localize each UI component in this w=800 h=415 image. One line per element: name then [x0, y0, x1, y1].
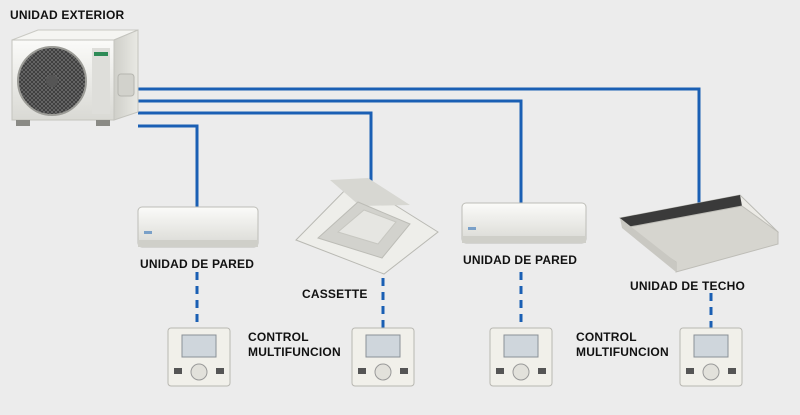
- outdoor-unit-label: UNIDAD EXTERIOR: [10, 8, 125, 22]
- refrigerant-lines: [138, 87, 701, 210]
- pipe-to-wall-unit-2: [138, 99, 523, 206]
- controller-icon-4: [679, 327, 743, 387]
- controller-icon-3: [489, 327, 553, 387]
- cassette-unit-icon: [295, 178, 439, 275]
- control-1-label-line2: MULTIFUNCION: [248, 345, 341, 359]
- controller-icon-1: [167, 327, 231, 387]
- controller-icon-2: [351, 327, 415, 387]
- controller-icons: [167, 327, 743, 387]
- outdoor-unit-icon: [11, 29, 139, 126]
- control-2-label-line1: CONTROL: [576, 330, 637, 344]
- pipe-to-wall-unit-1: [138, 124, 199, 210]
- control-lines: [195, 272, 713, 328]
- wall-unit-1-label: UNIDAD DE PARED: [140, 257, 255, 271]
- control-2-label-line2: MULTIFUNCION: [576, 345, 669, 359]
- ceiling-unit-icon: [618, 194, 779, 273]
- cassette-label: CASSETTE: [302, 287, 368, 301]
- wall-unit-icon-1: [137, 206, 259, 248]
- wall-unit-2-label: UNIDAD DE PARED: [463, 253, 578, 267]
- ceiling-unit-label: UNIDAD DE TECHO: [630, 279, 746, 293]
- pipe-to-ceiling-unit: [138, 87, 701, 203]
- pipe-to-cassette: [138, 111, 373, 200]
- control-1-label-line1: CONTROL: [248, 330, 309, 344]
- wall-unit-icon-2: [461, 202, 587, 244]
